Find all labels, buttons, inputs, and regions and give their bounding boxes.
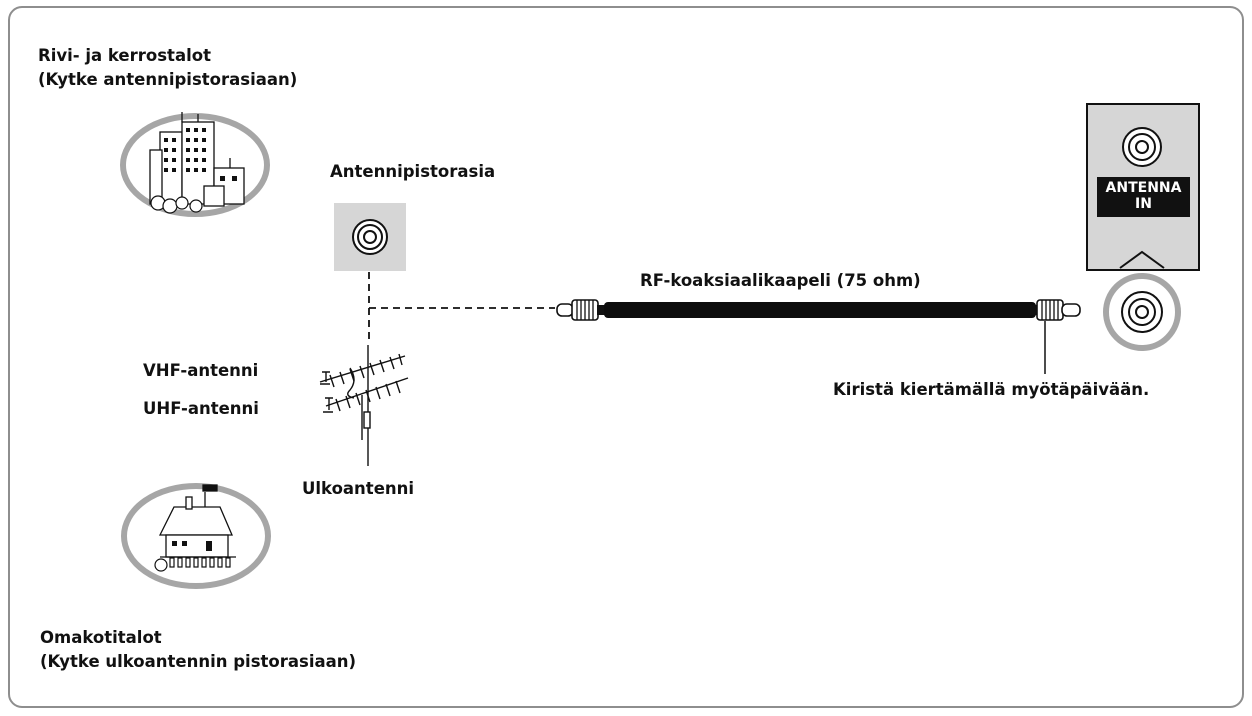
rf-coaxial-cable: [556, 299, 1081, 321]
outdoor-antenna-label: Ulkoantenni: [302, 479, 415, 498]
cable-label: RF-koaksiaalikaapeli (75 ohm): [640, 271, 921, 290]
outdoor-antenna: [319, 345, 409, 466]
uhf-antenna-label: UHF-antenni: [143, 399, 259, 418]
wall-socket-label: Antennipistorasia: [330, 162, 496, 181]
wall-socket: [334, 203, 406, 271]
apartment-subtitle: (Kytke antennipistorasiaan): [38, 70, 298, 89]
tighten-label: Kiristä kiertämällä myötäpäivään.: [833, 380, 1150, 399]
house-subtitle: (Kytke ulkoantennin pistorasiaan): [40, 652, 357, 671]
vhf-antenna-label: VHF-antenni: [143, 361, 259, 380]
dashed-connection: [368, 272, 555, 340]
apartment-label: Rivi- ja kerrostalot (Kytke antennipisto…: [38, 44, 297, 92]
house-illustration: [121, 483, 271, 589]
tv-antenna-panel: [1086, 103, 1200, 351]
apartment-illustration: [120, 112, 270, 217]
panel-label-line2: IN: [1135, 196, 1152, 212]
house-title: Omakotitalot: [40, 628, 162, 647]
panel-antenna-jack: [1122, 127, 1162, 167]
panel-label: ANTENNA IN: [1097, 180, 1190, 212]
panel-label-line1: ANTENNA: [1105, 180, 1182, 196]
jack-zoom-callout: [1103, 273, 1181, 351]
apartment-title: Rivi- ja kerrostalot: [38, 46, 211, 65]
diagram-frame: [8, 6, 1244, 708]
house-label: Omakotitalot (Kytke ulkoantennin pistora…: [40, 626, 356, 674]
